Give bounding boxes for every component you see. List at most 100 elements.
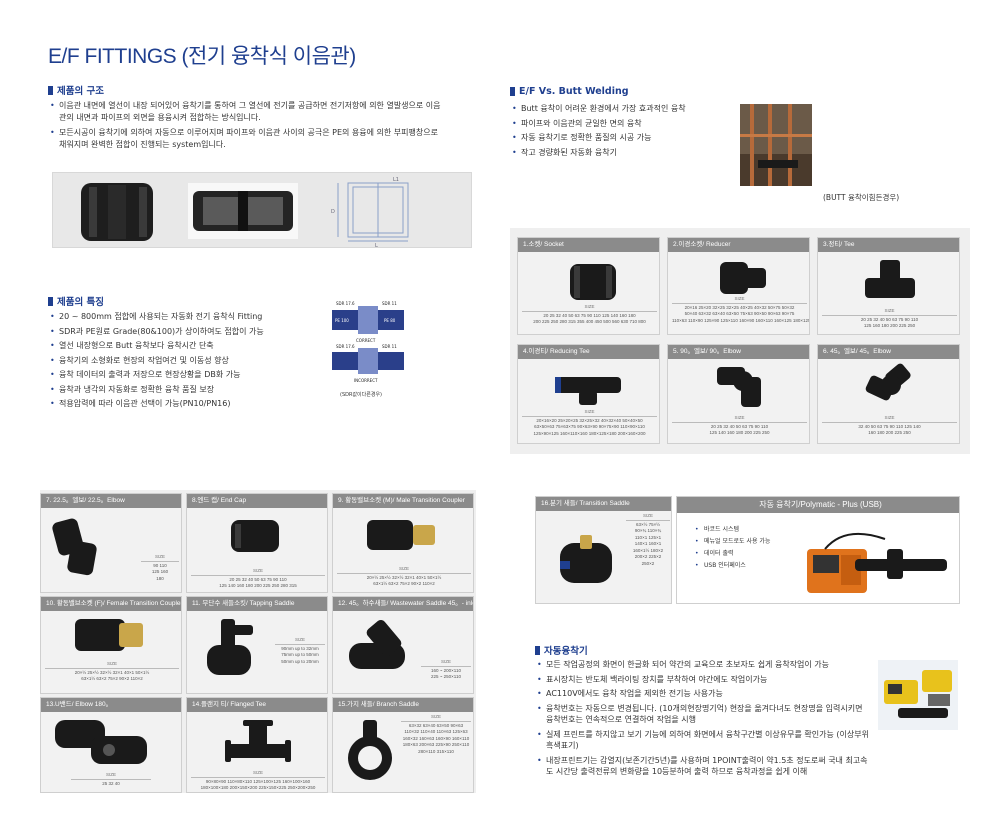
butt-site-photo [740,104,812,186]
card-title: 15.가지 새들/ Branch Saddle [333,698,473,712]
welder-machine-photo [807,532,947,593]
product-card-tapping-saddle: 11. 무단수 새들소킷/ Tapping Saddle SIZE 90mm u… [186,596,328,694]
card-title: 5. 90。엘보/ 90。Elbow [668,345,809,359]
card-title: 4.이경티/ Reducing Tee [518,345,659,359]
structure-image-strip: D L L1 [52,172,472,249]
product-card-90-elbow: 5. 90。엘보/ 90。Elbow SIZE 20 25 32 40 50 6… [667,344,810,444]
machine-bullets: 모든 작업공정의 화면이 한글화 되어 약간의 교육으로 초보자도 쉽게 융착작… [537,659,870,781]
size-table: SIZE 63×½ 75×½ 90×¾ 110×¾ 110×1 125×1 14… [626,513,670,567]
heading-marker-icon [535,645,540,655]
heading-marker-icon [510,87,515,96]
heading-marker-icon [48,85,53,95]
product-card-45-elbow: 6. 45。엘보/ 45。Elbow SIZE 32 40 50 63 75 9… [817,344,960,444]
sdr-pe-left: PE 100 [335,318,349,323]
list-item: 융착번호는 자동으로 변경됩니다. (10개의현장명기억) 현장을 옮겨다녀도 … [537,703,870,726]
female-coupler-icon [75,619,143,651]
machine-set-photo [878,660,958,730]
product-card-22-5-elbow: 7. 22.5。엘보/ 22.5。Elbow SIZE 90 110 125 1… [40,493,182,593]
features-bullets: 20 ~ 800mm 접합에 사용되는 자동화 전기 융착식 Fitting S… [50,311,330,413]
dim-label-d: D [331,209,335,215]
structure-heading: 제품의 구조 [48,83,104,97]
product-card-branch-saddle: 15.가지 새들/ Branch Saddle SIZE 63×32 63×40… [332,697,474,793]
list-item: 이음관 내면에 열선이 내장 되어있어 융착기를 통하여 그 열선에 전기를 공… [50,100,445,123]
card-title: 10. 황동밸브소켓 (F)/ Female Transition Couple… [41,597,181,611]
list-item: 적용압력에 따라 이음관 선택이 가능(PN10/PN16) [50,398,330,410]
dim-label-l: L [375,243,378,249]
welder-bullets: 바코드 시스템 메뉴얼 모드로도 사용 가능 데이터 출력 USB 인터페이스 [695,525,805,573]
list-item: 20 ~ 800mm 접합에 사용되는 자동화 전기 융착식 Fitting [50,311,330,323]
reducing-tee-icon [555,377,621,405]
page-title: E/F FITTINGS (전기 융착식 이음관) [48,45,356,68]
cutaway-photo [188,183,298,239]
elbow-45-icon [865,363,911,401]
ef-vs-butt-bullets: Butt 융착이 어려운 환경에서 가장 효과적인 융착 파이프와 이음관의 균… [512,103,732,161]
structure-bullets: 이음관 내면에 열선이 내장 되어있어 융착기를 통하여 그 열선에 전기를 공… [50,100,445,154]
card-title: 6. 45。엘보/ 45。Elbow [818,345,959,359]
list-item: 모든시공이 융착기에 의하여 자동으로 이루어지며 파이프와 이음관 사이의 공… [50,127,445,150]
butt-caption: (BUTT 융착이힘든경우) [823,193,900,202]
sdr-bottom-left: SDR 17.6 [336,344,355,349]
size-table: SIZE 20×16 25×20 32×25 32×25 40×25 40×32… [672,296,810,323]
product-card-male-transition-coupler: 9. 황동밸브소켓 (M)/ Male Transition Coupler S… [332,493,474,593]
size-table: SIZE 20×16×20 25×20×25 32×25×32 40×32×40… [522,409,657,437]
product-card-wastewater-saddle: 12. 45。하수새들/ Wastewater Saddle 45。- inle… [332,596,474,694]
list-item: 작고 경량화된 자동화 융착기 [512,147,732,159]
size-table: SIZE 160 ~ 200×110 225 ~ 250×110 [421,659,471,681]
card-title: 1.소켓/ Socket [518,238,659,252]
card-title: 11. 무단수 새들소킷/ Tapping Saddle [187,597,327,611]
card-title: 9. 황동밸브소켓 (M)/ Male Transition Coupler [333,494,473,508]
list-item: 바코드 시스템 [695,525,805,534]
socket-icon [570,264,616,300]
card-title: 7. 22.5。엘보/ 22.5。Elbow [41,494,181,508]
product-card-socket: 1.소켓/ Socket SIZE 20 25 32 40 50 63 75 9… [517,237,660,335]
elbow-90-icon [717,367,761,407]
tapping-saddle-icon [207,619,253,675]
product-card-flanged-tee: 14.플랜지 티/ Flanged Tee SIZE 90×80×90 110×… [186,697,328,793]
size-table: SIZE 25 32 40 [71,772,151,787]
list-item: 융착기의 소형화로 현장의 작업여건 및 이동성 향상 [50,355,330,367]
end-cap-icon [231,520,279,552]
reducer-icon [720,262,766,294]
size-table: SIZE 20 25 32 40 50 63 75 90 110 125 160… [822,308,957,330]
wastewater-saddle-icon [349,619,405,669]
elbow-22-5-icon [52,518,97,576]
size-table: SIZE 63×32 63×40 63×50 90×63 110×32 110×… [401,714,471,754]
welder-panel: 자동 융착기/Polymatic - Plus (USB) 바코드 시스템 메뉴… [676,496,960,604]
male-coupler-icon [367,520,435,550]
size-table: SIZE 90mm up to 32mm 75mm up to 50mm 50m… [275,637,325,665]
list-item: 융착과 냉각의 자동화로 정확한 융착 품질 보장 [50,384,330,396]
size-table: SIZE 20 25 32 40 50 63 75 90 110 125 140… [522,304,657,326]
card-title: 2.이경소켓/ Reducer [668,238,809,252]
list-item: 표시장치는 반도체 백라이팅 장치를 부착하여 야간에도 작업이가능 [537,674,870,686]
size-table: SIZE 20×½ 25×½ 32×½ 32×1 40×1 50×1½ 63×1… [337,566,471,588]
card-title: 16.분기 새들/ Transition Saddle [536,497,671,511]
list-item: AC110V에서도 융착 작업을 제외한 전기능 사용가능 [537,688,870,700]
product-card-female-transition-coupler: 10. 황동밸브소켓 (F)/ Female Transition Couple… [40,596,182,694]
product-card-reducer: 2.이경소켓/ Reducer SIZE 20×16 25×20 32×25 3… [667,237,810,335]
list-item: 내장프린트기는 감열지(보존기간5년)를 사용하며 1POINT출력이 약1.5… [537,755,870,778]
list-item: 모든 작업공정의 화면이 한글화 되어 약간의 교육으로 초보자도 쉽게 융착작… [537,659,870,671]
sdr-top-left: SDR 17.6 [336,301,355,306]
sdr-caption: (SDR값이다른경우) [340,391,382,398]
card-title: 8.엔드 캡/ End Cap [187,494,327,508]
sdr-incorrect: INCORRECT [354,378,378,383]
size-table: SIZE 32 40 50 63 75 90 110 125 140 160 1… [822,415,957,437]
flanged-tee-icon [225,720,291,762]
socket-photo [81,183,153,241]
sdr-pe-right: PE 80 [384,318,396,323]
product-card-transition-saddle: 16.분기 새들/ Transition Saddle SIZE 63×½ 75… [535,496,672,604]
size-table: SIZE 20×½ 25×½ 32×½ 32×1 40×1 50×1½ 63×1… [45,661,179,683]
card-title: 14.플랜지 티/ Flanged Tee [187,698,327,712]
dim-label-l1: L1 [393,177,399,183]
sdr-diagram: SDR 17.6 SDR 11 PE 100 PE 80 CORRECT SDR… [332,301,404,398]
branch-saddle-icon [348,720,392,780]
structure-illustrations: D L L1 [81,177,409,249]
sdr-bottom-right: SDR 11 [382,344,397,349]
sdr-top-right: SDR 11 [382,301,397,306]
size-table: SIZE 20 25 32 40 50 63 75 90 110 125 140… [191,568,325,590]
card-title: 12. 45。하수새들/ Wastewater Saddle 45。- inle… [333,597,473,611]
list-item: SDR과 PE원료 Grade(80&100)가 상이하여도 접합이 가능 [50,326,330,338]
list-item: 실제 프린트를 하지않고 보기 기능에 의하여 화면에서 융착구간별 이상유무를… [537,729,870,752]
list-item: Butt 융착이 어려운 환경에서 가장 효과적인 융착 [512,103,732,115]
card-title: 자동 융착기/Polymatic - Plus (USB) [677,497,959,513]
